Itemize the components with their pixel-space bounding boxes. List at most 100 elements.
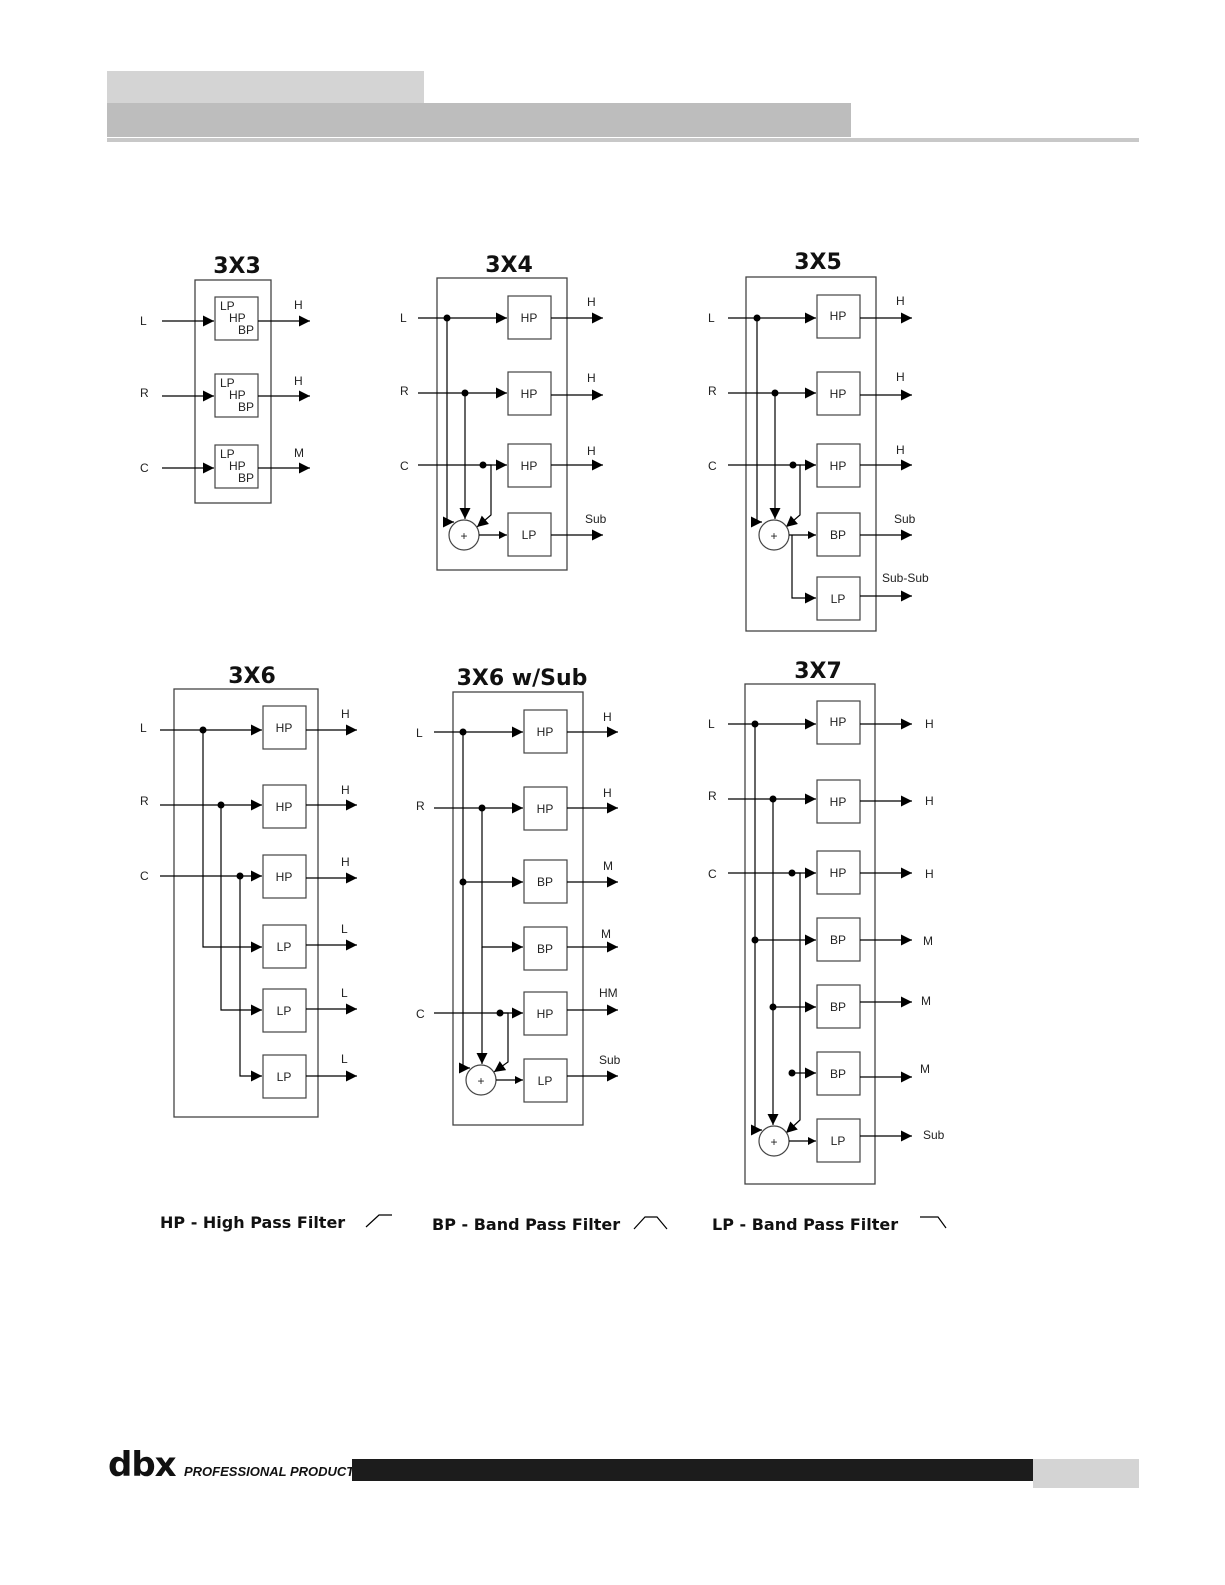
bp-filter-block <box>523 926 568 971</box>
diagram-3x5: 3X5 L R C HP HP HP + BP LP H H H <box>708 250 929 632</box>
footer-subtitle: PROFESSIONAL PRODUCTS <box>184 1464 363 1479</box>
diagram-frame <box>744 683 876 1185</box>
svg-text:LP: LP <box>220 299 235 313</box>
svg-text:HP: HP <box>521 311 538 325</box>
output-label: M <box>603 859 613 873</box>
svg-text:LP: LP <box>277 1004 292 1018</box>
svg-text:BP: BP <box>830 1067 846 1081</box>
input-label-l: L <box>708 717 715 731</box>
legend-bp: BP - Band Pass Filter <box>432 1215 620 1234</box>
svg-text:BP: BP <box>238 323 254 337</box>
combo-filter-block <box>214 296 259 341</box>
diagram-3x7: 3X7 L R C HP HP HP BP BP BP + L <box>708 659 945 1185</box>
input-label-r: R <box>140 386 149 400</box>
svg-text:HP: HP <box>276 870 293 884</box>
output-label: H <box>294 298 303 312</box>
output-label: H <box>587 371 596 385</box>
input-label-l: L <box>140 314 147 328</box>
diagram-title: 3X6 <box>228 664 276 689</box>
output-label: L <box>341 986 348 1000</box>
bp-filter-block <box>816 917 861 962</box>
bp-filter-block <box>816 984 861 1029</box>
lp-response-icon <box>920 1216 947 1229</box>
diagram-frame <box>173 688 319 1118</box>
legend-lp: LP - Band Pass Filter <box>712 1215 898 1234</box>
diagram-3x4: 3X4 L R C HP HP HP + LP H H H Sub <box>400 253 607 571</box>
hp-filter-block <box>507 371 552 416</box>
hp-response-icon <box>365 1214 392 1228</box>
output-label: H <box>896 443 905 457</box>
footer-bar <box>352 1459 1033 1481</box>
diagram-3x3: 3X3 L LP HP BP H R LP HP BP H C LP HP BP… <box>140 254 310 504</box>
svg-text:HP: HP <box>830 715 847 729</box>
output-label: L <box>341 922 348 936</box>
combo-filter-block <box>214 444 259 489</box>
input-label-r: R <box>708 789 717 803</box>
hp-filter-block <box>523 709 568 754</box>
input-label-c: C <box>708 459 717 473</box>
lp-filter-block <box>262 988 307 1033</box>
header-tab <box>107 71 424 103</box>
lp-filter-block <box>262 924 307 969</box>
svg-text:BP: BP <box>238 400 254 414</box>
svg-text:LP: LP <box>220 376 235 390</box>
svg-text:LP: LP <box>831 1134 846 1148</box>
output-label: H <box>603 786 612 800</box>
svg-text:HP: HP <box>830 795 847 809</box>
hp-filter-block <box>262 705 307 750</box>
diagram-frame <box>194 279 272 504</box>
svg-text:BP: BP <box>830 1000 846 1014</box>
input-label-r: R <box>400 384 409 398</box>
output-label: H <box>896 294 905 308</box>
diagram-3x6-sub: 3X6 w/Sub L R C HP HP BP BP HP + LP <box>416 666 621 1126</box>
output-label: Sub <box>894 512 916 526</box>
header-bar <box>107 103 851 137</box>
bp-response-icon <box>633 1216 668 1230</box>
page-number-box <box>1033 1459 1139 1488</box>
output-label: L <box>341 1052 348 1066</box>
svg-text:HP: HP <box>537 802 554 816</box>
output-label: M <box>601 927 611 941</box>
output-label: M <box>920 1062 930 1076</box>
svg-text:HP: HP <box>276 800 293 814</box>
input-label-r: R <box>416 799 425 813</box>
legend-hp: HP - High Pass Filter <box>160 1213 345 1232</box>
input-label-r: R <box>140 794 149 808</box>
svg-text:HP: HP <box>830 309 847 323</box>
svg-text:BP: BP <box>830 933 846 947</box>
input-label-c: C <box>708 867 717 881</box>
input-label-c: C <box>140 869 149 883</box>
svg-text:HP: HP <box>521 459 538 473</box>
svg-text:LP: LP <box>220 447 235 461</box>
output-label: H <box>587 444 596 458</box>
output-label: M <box>923 934 933 948</box>
diagram-title: 3X4 <box>485 253 533 278</box>
hp-filter-block <box>262 854 307 899</box>
svg-text:HP: HP <box>537 1007 554 1021</box>
output-label: Sub <box>599 1053 621 1067</box>
output-label: H <box>603 710 612 724</box>
hp-filter-block <box>816 294 861 339</box>
svg-text:LP: LP <box>538 1074 553 1088</box>
output-label: HM <box>599 986 618 1000</box>
output-label: M <box>294 446 304 460</box>
lp-filter-block <box>507 512 552 557</box>
svg-text:BP: BP <box>537 875 553 889</box>
hp-filter-block <box>507 443 552 488</box>
input-label-c: C <box>140 461 149 475</box>
hp-filter-block <box>523 991 568 1036</box>
svg-text:HP: HP <box>229 311 246 325</box>
input-label-l: L <box>400 311 407 325</box>
output-label: H <box>925 794 934 808</box>
diagram-title: 3X3 <box>213 254 261 279</box>
output-label: H <box>925 717 934 731</box>
diagram-frame <box>436 277 568 571</box>
diagram-title: 3X5 <box>794 250 842 275</box>
header-rule <box>107 138 1139 142</box>
svg-text:BP: BP <box>537 942 553 956</box>
input-label-r: R <box>708 384 717 398</box>
hp-filter-block <box>816 371 861 416</box>
hp-filter-block <box>816 850 861 895</box>
svg-text:HP: HP <box>830 459 847 473</box>
